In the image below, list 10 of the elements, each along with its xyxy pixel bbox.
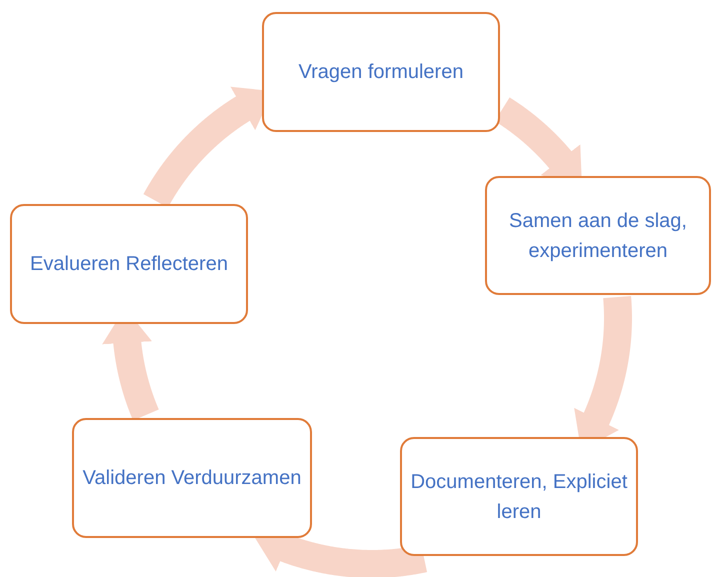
box-label: Samen aan de slag, experimenteren — [508, 208, 688, 264]
process-box — [400, 437, 638, 556]
box-label: Valideren Verduurzamen — [82, 466, 302, 491]
process-box — [485, 176, 711, 295]
box-label: Vragen formuleren — [298, 60, 464, 85]
process-box — [10, 204, 248, 324]
box-label: Evalueren Reflecteren — [30, 252, 228, 277]
process-box — [72, 418, 312, 538]
process-box — [262, 12, 500, 132]
box-label: Documenteren, Expliciet leren — [410, 470, 628, 524]
